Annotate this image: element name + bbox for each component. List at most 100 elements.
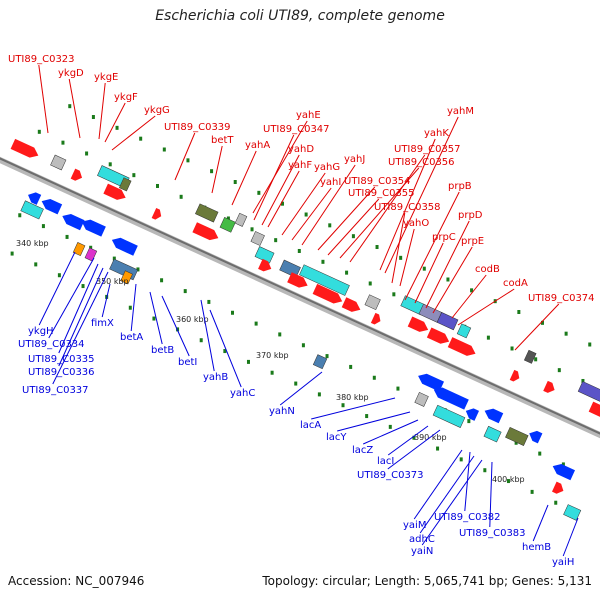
reverse-gene-arrow (529, 430, 543, 444)
gene-box-shape (195, 203, 219, 223)
gene-box (72, 242, 86, 257)
guide-dot (328, 223, 332, 228)
forward-gene-label: UTI89_C0323 (8, 54, 75, 65)
reverse-leader-line (489, 461, 493, 528)
arrow-shape (407, 316, 429, 332)
forward-gene-label: ykgF (114, 92, 138, 103)
forward-leader-line (432, 246, 473, 314)
reverse-leader-line (562, 517, 579, 557)
guide-dot (61, 140, 65, 145)
arrow-shape (111, 237, 138, 256)
guide-dot (459, 457, 463, 462)
forward-gene-arrow (151, 207, 162, 220)
arrow-shape (552, 481, 564, 494)
arrow-shape (341, 297, 361, 312)
guide-dot (365, 414, 369, 419)
gene-box (364, 294, 381, 311)
reverse-gene-label: yaiM (403, 520, 426, 531)
forward-leader-line (104, 102, 126, 143)
gene-box (456, 323, 472, 339)
gene-box (195, 203, 219, 223)
guide-dot (155, 183, 159, 188)
reverse-gene-arrow (433, 387, 469, 410)
page-title: Escherichia coli UTI89, complete genome (155, 8, 445, 24)
guide-dot (467, 419, 471, 424)
reverse-gene-arrow (552, 464, 576, 481)
forward-gene-label: yahI (320, 177, 341, 188)
forward-gene-label: yahD (288, 144, 314, 155)
forward-gene-arrow (192, 222, 219, 241)
forward-gene-arrow (312, 283, 343, 304)
forward-gene-arrow (509, 369, 520, 382)
scale-tick-label: 340 kbp (16, 239, 49, 248)
guide-dot (304, 212, 308, 217)
guide-dot (345, 270, 349, 275)
reverse-leader-line (413, 449, 463, 520)
guide-dot (278, 332, 282, 337)
reverse-gene-arrow (484, 408, 504, 424)
reverse-gene-label: yahN (269, 406, 295, 417)
gene-box (483, 425, 502, 443)
arrow-shape (28, 192, 42, 205)
reverse-gene-label: betB (151, 345, 174, 356)
scale-tick-label: 380 kbp (336, 393, 369, 402)
guide-dot (325, 354, 329, 359)
gene-box (436, 312, 459, 331)
forward-leader-line (267, 170, 300, 228)
scale-tick-label: 400 kbp (492, 475, 525, 484)
reverse-leader-line (101, 283, 111, 318)
forward-gene-label: ykgD (58, 68, 84, 79)
reverse-gene-label: yaiN (411, 546, 433, 557)
arrow-shape (433, 387, 469, 410)
gene-box (312, 354, 328, 370)
accession-text: Accession: NC_007946 (8, 574, 145, 588)
forward-gene-arrow (258, 258, 272, 272)
guide-dot (396, 386, 400, 391)
forward-gene-label: yahJ (344, 154, 365, 165)
reverse-leader-line (149, 291, 163, 345)
forward-leader-line (38, 64, 49, 134)
forward-gene-label: yahM (447, 106, 474, 117)
forward-leader-line (404, 191, 460, 301)
reverse-leader-line (58, 263, 99, 354)
guide-dot (65, 234, 69, 239)
forward-gene-label: prpE (461, 236, 484, 247)
forward-leader-line (399, 228, 415, 287)
gene-box (20, 200, 44, 220)
guide-dot (270, 370, 274, 375)
guide-dot (422, 266, 426, 271)
guide-dot (207, 299, 211, 304)
guide-dot (250, 227, 254, 232)
guide-dot (41, 224, 45, 229)
arrow-shape (447, 337, 476, 356)
reverse-gene-label: lacI (377, 456, 394, 467)
guide-dot (534, 357, 538, 362)
reverse-gene-label: ykgH (28, 326, 54, 337)
forward-gene-label: prpB (448, 181, 472, 192)
gene-box (523, 349, 537, 364)
guide-dot (297, 248, 301, 253)
forward-gene-arrow (103, 183, 126, 200)
gene-box (432, 404, 466, 428)
reverse-gene-label: lacY (326, 432, 347, 443)
gene-box-shape (577, 381, 600, 405)
guide-dot (301, 343, 305, 348)
gene-box (50, 154, 67, 171)
guide-dot (317, 392, 321, 397)
arrow-shape (70, 168, 83, 181)
gene-box-shape (250, 231, 265, 246)
guide-dot (57, 273, 61, 278)
guide-dot (564, 331, 568, 336)
forward-gene-label: ykgG (144, 105, 170, 116)
arrow-shape (418, 373, 445, 392)
guide-dot (68, 104, 72, 109)
forward-leader-line (327, 198, 380, 256)
forward-gene-label: UTI89_C0355 (348, 188, 415, 199)
reverse-gene-label: UTI89_C0383 (459, 528, 526, 539)
guide-dot (136, 267, 140, 272)
gene-box-shape (72, 242, 86, 257)
forward-leader-line (174, 132, 196, 181)
arrow-shape (258, 258, 272, 272)
